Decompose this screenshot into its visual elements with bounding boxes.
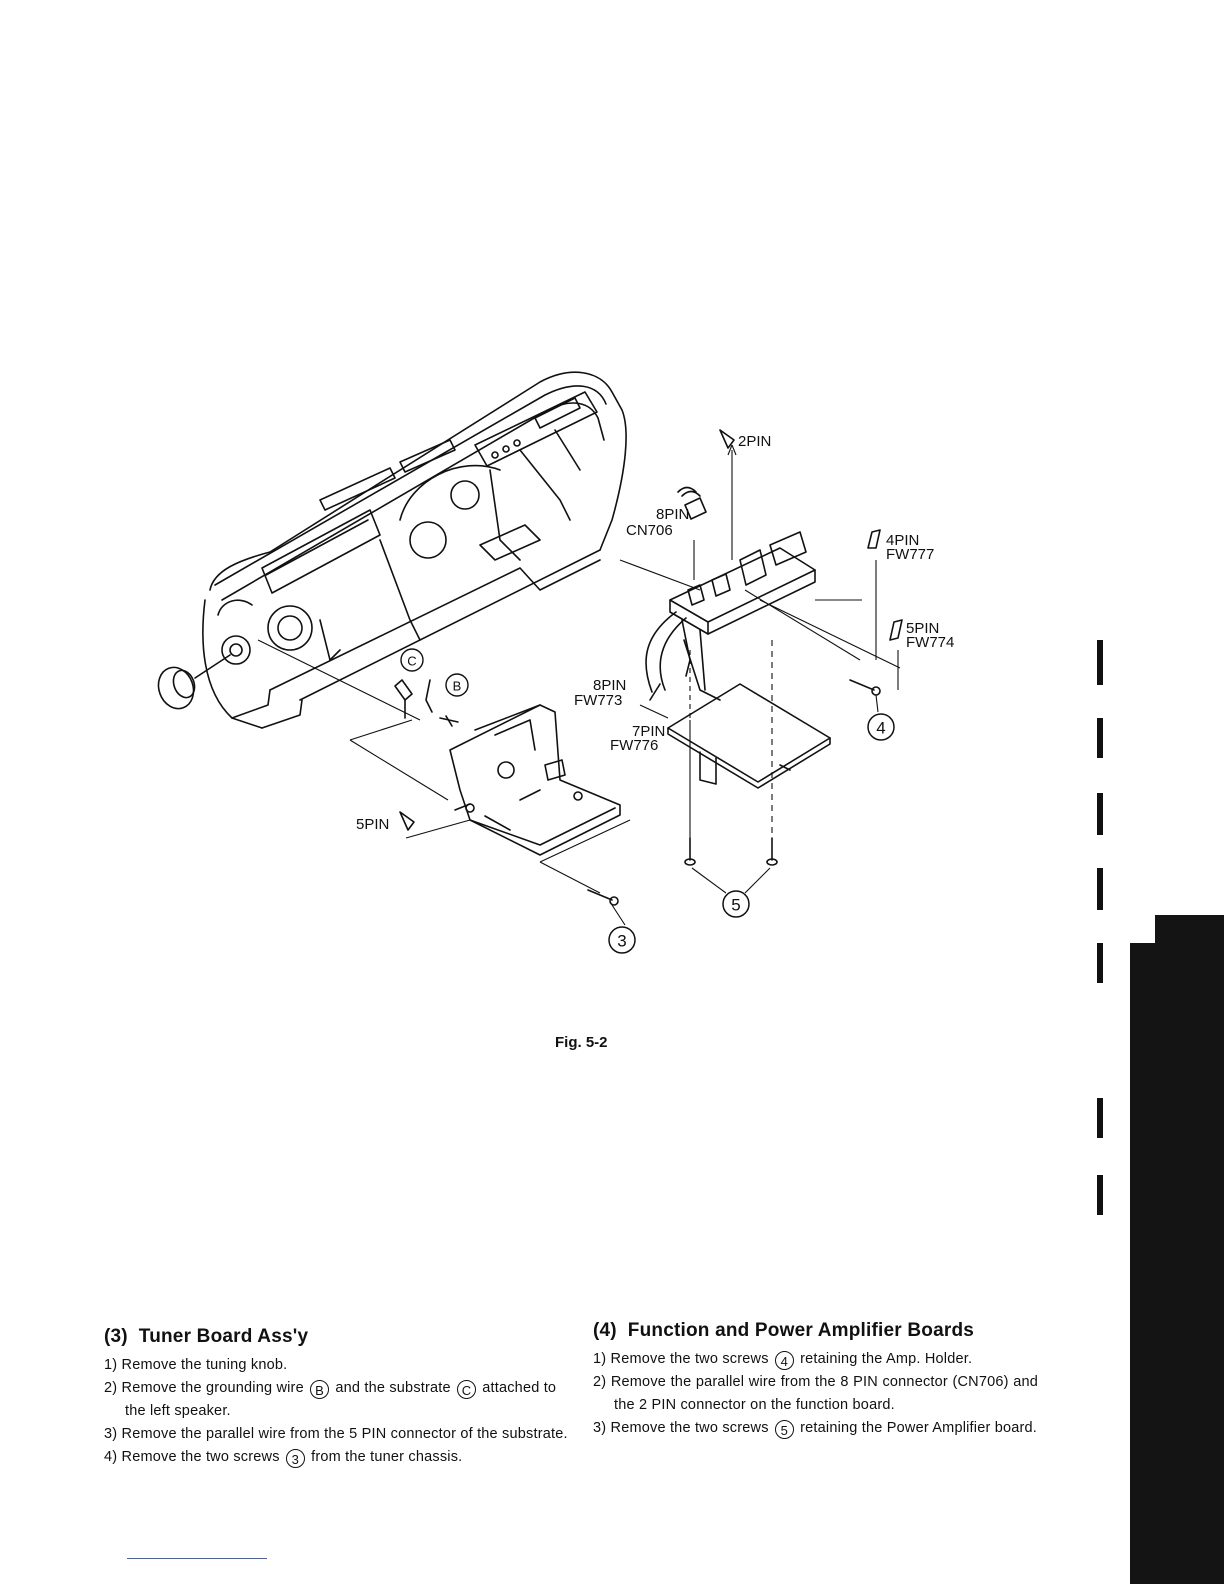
list-item: 2) Remove the grounding wire B and the s… (104, 1377, 574, 1423)
step-text: and the substrate (335, 1380, 451, 1396)
callout-c-label: C (407, 654, 416, 669)
list-item: 1) Remove the two screws 4 retaining the… (593, 1348, 1038, 1371)
scan-edge-shadow (1130, 915, 1224, 1584)
list-item: 3) Remove the parallel wire from the 5 P… (104, 1423, 574, 1446)
step-number: 3) (593, 1420, 607, 1436)
section-function-power-amp: (4) Function and Power Amplifier Boards … (593, 1320, 1038, 1440)
label-8pin-cn706: 8PIN (656, 506, 689, 523)
section-3-title: Tuner Board Ass'y (138, 1326, 309, 1347)
label-5pin-fw774: 5PIN (906, 620, 939, 637)
circled-marker-3: 3 (285, 1449, 305, 1468)
step-text: Remove the parallel wire from the 5 PIN … (121, 1426, 568, 1442)
power-amp-board (667, 683, 831, 789)
step-text: retaining the Power Amplifier board. (800, 1420, 1038, 1436)
step-text: attached to the left speaker. (125, 1380, 557, 1419)
section-4-steps: 1) Remove the two screws 4 retaining the… (593, 1348, 1038, 1440)
label-4pin: 4PIN (886, 532, 919, 549)
section-4-heading: (4) Function and Power Amplifier Boards (593, 1320, 1038, 1342)
callout-3-label: 3 (617, 932, 626, 951)
scan-mark (1097, 868, 1103, 910)
scan-mark (1097, 943, 1103, 983)
step-text: Remove the grounding wire (121, 1380, 304, 1396)
list-item: 4) Remove the two screws 3 from the tune… (104, 1446, 574, 1469)
section-3-heading: (3) Tuner Board Ass'y (104, 1326, 574, 1348)
section-tuner-board: (3) Tuner Board Ass'y 1) Remove the tuni… (104, 1326, 574, 1469)
list-item: 3) Remove the two screws 5 retaining the… (593, 1417, 1038, 1440)
step-text: Remove the tuning knob. (121, 1357, 288, 1373)
label-fw774: FW774 (906, 634, 954, 651)
callout-5-label: 5 (731, 896, 740, 915)
label-5pin-tuner: 5PIN (356, 816, 389, 833)
callout-c: C (400, 648, 424, 672)
label-fw773: FW773 (574, 692, 622, 709)
label-fw776: FW776 (610, 737, 658, 754)
circled-marker-5: 5 (774, 1420, 794, 1439)
step-text: retaining the Amp. Holder. (800, 1351, 973, 1367)
step-number: 2) (104, 1380, 118, 1396)
callout-5: 5 (722, 890, 750, 918)
scan-mark (1097, 793, 1103, 835)
section-4-title: Function and Power Amplifier Boards (627, 1320, 975, 1341)
section-3-steps: 1) Remove the tuning knob. 2) Remove the… (104, 1354, 574, 1469)
function-board (645, 531, 816, 701)
step-text: Remove the two screws (121, 1449, 280, 1465)
callout-4: 4 (867, 713, 895, 741)
label-fw777: FW777 (886, 546, 934, 563)
step-text: Remove the two screws (610, 1351, 769, 1367)
scan-mark (1097, 640, 1103, 685)
step-number: 3) (104, 1426, 118, 1442)
tuner-board (449, 704, 621, 856)
scan-mark (1097, 1175, 1103, 1215)
figure-caption: Fig. 5-2 (555, 1034, 608, 1051)
step-number: 1) (104, 1357, 118, 1373)
circled-marker-4: 4 (774, 1351, 794, 1370)
callout-b: B (445, 673, 469, 697)
footer-rule (127, 1558, 267, 1559)
step-text: Remove the two screws (610, 1420, 769, 1436)
scan-mark (1097, 718, 1103, 758)
scan-edge-notch (1130, 915, 1155, 943)
cabinet-housing (202, 371, 627, 729)
step-number: 2) (593, 1374, 607, 1390)
circled-marker-b: B (310, 1380, 330, 1399)
cn706-plug (677, 486, 707, 520)
scan-mark (1097, 1098, 1103, 1138)
ground-parts (394, 679, 459, 727)
callout-4-label: 4 (876, 719, 885, 738)
pin-connector-flags (399, 429, 903, 831)
list-item: 2) Remove the parallel wire from the 8 P… (593, 1371, 1038, 1417)
label-7pin: 7PIN (632, 723, 665, 740)
callout-3: 3 (608, 926, 636, 954)
list-item: 1) Remove the tuning knob. (104, 1354, 574, 1377)
section-4-number: (4) (593, 1320, 617, 1341)
step-number: 4) (104, 1449, 118, 1465)
screws (587, 679, 881, 906)
leader-lines (257, 444, 901, 926)
circled-marker-c: C (457, 1380, 477, 1399)
step-number: 1) (593, 1351, 607, 1367)
section-3-number: (3) (104, 1326, 128, 1347)
label-cn706: CN706 (626, 522, 673, 539)
step-text: Remove the parallel wire from the 8 PIN … (610, 1374, 1038, 1413)
tuning-knob (157, 654, 231, 710)
callout-b-label: B (453, 679, 462, 694)
label-8pin-fw773: 8PIN (593, 677, 626, 694)
label-2pin: 2PIN (738, 433, 771, 450)
step-text: from the tuner chassis. (311, 1449, 463, 1465)
